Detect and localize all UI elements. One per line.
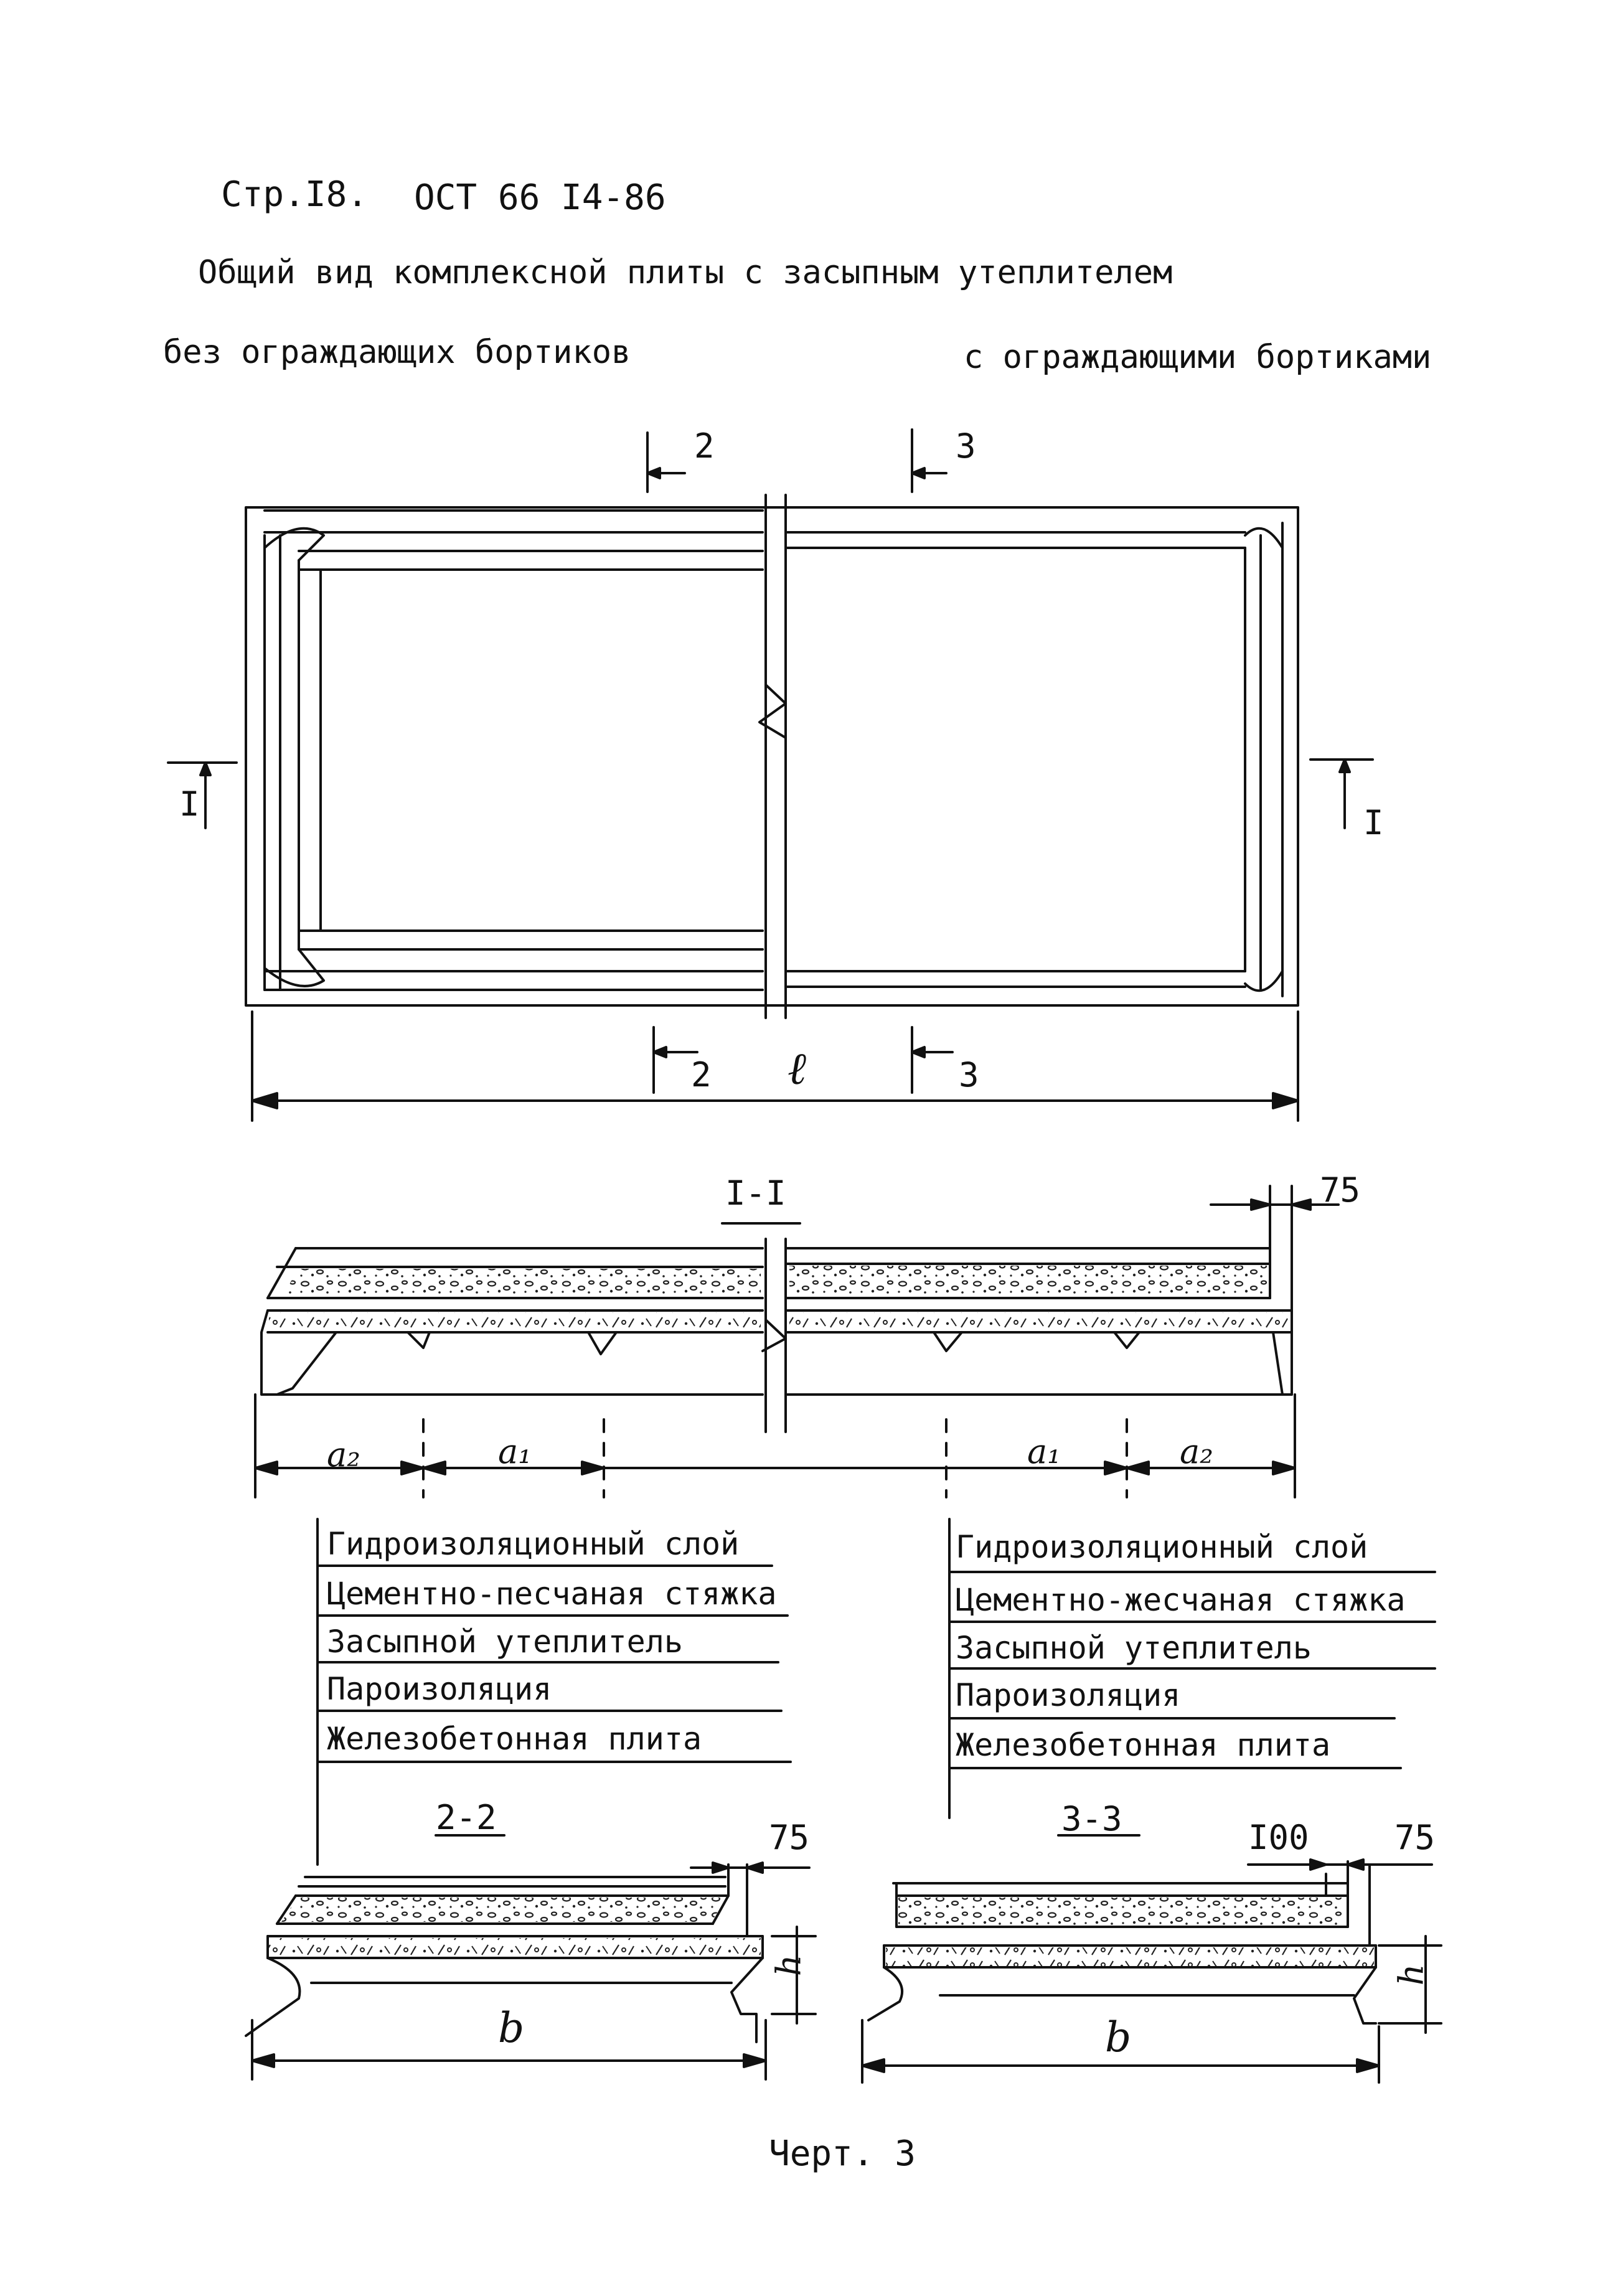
figure-caption: Черт. 3 (769, 2134, 916, 2174)
dim-a2-left: a₂ (327, 1435, 360, 1474)
dim-a1-right: a₁ (1027, 1432, 1061, 1471)
layer-left-insulation: Засыпной утеплитель (327, 1624, 683, 1660)
drawing-title: Общий вид комплексной плиты с засыпным у… (198, 254, 1173, 291)
section-2-width-label: b (498, 2004, 525, 2052)
layer-right-vapor-barrier: Пароизоляция (956, 1677, 1181, 1713)
hatched-fills (269, 1266, 1374, 1966)
section-3-3-title: 3-3 (1061, 1799, 1122, 1838)
section-2-2 (245, 1834, 817, 2081)
section-2-dim-75: 75 (769, 1818, 810, 1857)
layer-right-waterproofing: Гидроизоляционный слой (956, 1529, 1368, 1565)
cut-I-left-label: I (179, 784, 200, 824)
standard-number: ОСТ 66 I4-86 (414, 177, 666, 218)
layer-callout-right (948, 1518, 1436, 1819)
section-3-dim-75: 75 (1394, 1818, 1436, 1857)
cut-I-right-label: I (1363, 803, 1384, 842)
cut-3-top-label: 3 (956, 426, 976, 466)
dim-a2-right: a₂ (1180, 1432, 1213, 1471)
variant-left-label: без ограждающих бортиков (163, 334, 631, 371)
section-2-2-title: 2-2 (436, 1798, 497, 1837)
layer-left-waterproofing: Гидроизоляционный слой (327, 1526, 740, 1562)
section-3-dim-100: I00 (1248, 1818, 1309, 1857)
layer-callout-left (316, 1518, 792, 1866)
cut-2-top-label: 2 (694, 426, 715, 466)
layer-left-concrete-slab: Железобетонная плита (327, 1721, 702, 1757)
section-3-height-label: h (1391, 1964, 1431, 1986)
layer-left-screed: Цементно-песчаная стяжка (327, 1576, 777, 1612)
plan-view (167, 428, 1374, 1122)
section-I-I-title: I-I (725, 1174, 786, 1213)
section-3-3 (861, 1834, 1442, 2084)
cut-2-bottom-label: 2 (691, 1055, 712, 1094)
section-2-height-label: h (769, 1954, 809, 1977)
section-I-I (254, 1185, 1340, 1499)
length-dimension-label: ℓ (788, 1042, 806, 1094)
cut-3-bottom-label: 3 (959, 1055, 979, 1094)
layer-right-concrete-slab: Железобетонная плита (956, 1727, 1331, 1763)
layer-left-vapor-barrier: Пароизоляция (327, 1671, 552, 1707)
variant-right-label: с ограждающими бортиками (964, 339, 1432, 376)
dim-a1-left: a₁ (498, 1432, 532, 1471)
section-3-width-label: b (1105, 2013, 1132, 2061)
section-I-dim-75: 75 (1320, 1170, 1361, 1210)
page-reference: Стр.I8. (221, 174, 369, 215)
layer-right-screed: Цементно-жесчаная стяжка (956, 1582, 1406, 1618)
layer-right-insulation: Засыпной утеплитель (956, 1630, 1312, 1666)
